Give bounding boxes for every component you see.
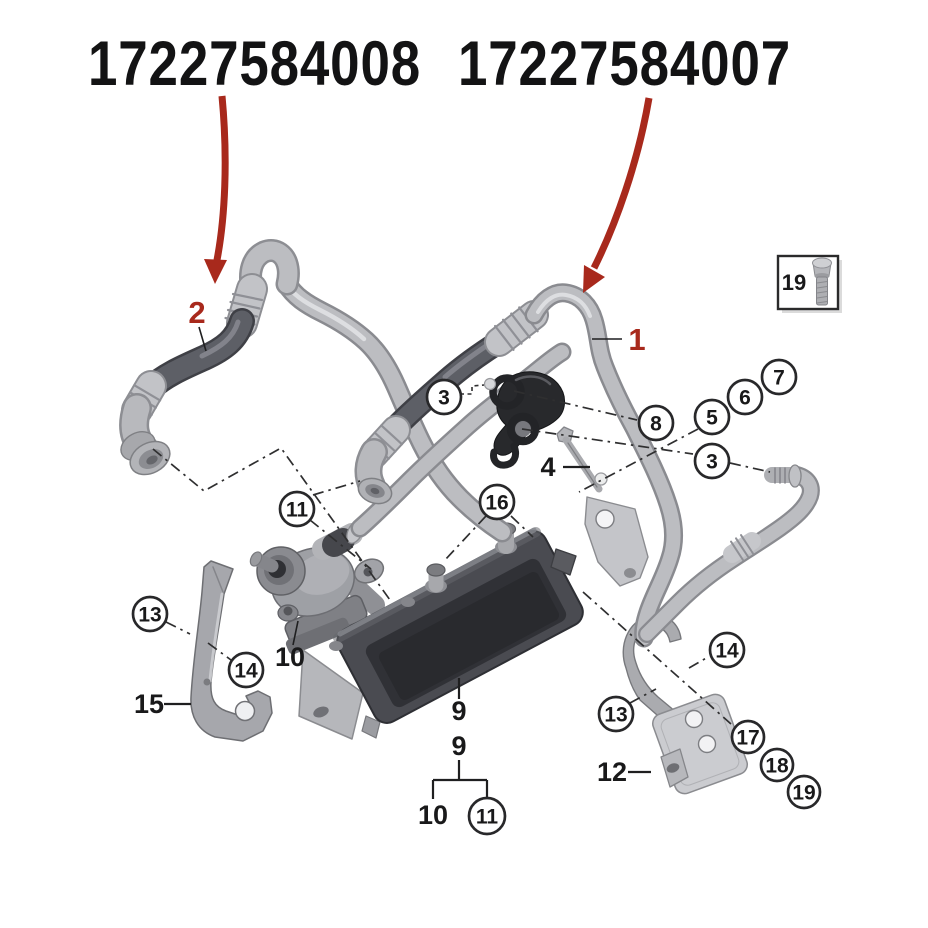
- callout-3-left: 3: [425, 378, 463, 416]
- hose-right-part: [638, 464, 820, 643]
- hose-1-label: 1: [628, 322, 645, 357]
- legend-number: 19: [782, 270, 806, 295]
- tree-bracket: [431, 760, 489, 799]
- callout-3-right: 3: [693, 442, 731, 480]
- legend-box: 19: [776, 254, 842, 313]
- callout-number: 11: [476, 806, 499, 829]
- callout-number: 14: [715, 640, 739, 663]
- callout-number: 17: [736, 727, 759, 750]
- callout-number: 19: [792, 782, 815, 805]
- callout-7: 7: [760, 358, 798, 396]
- callout-number: 18: [765, 755, 789, 778]
- bracket-hole: [234, 700, 256, 722]
- callout-11-top: 11: [278, 490, 316, 528]
- part-number-left: 17227584008: [88, 29, 421, 99]
- callout-number: 7: [773, 367, 785, 390]
- callout-8: 8: [637, 404, 675, 442]
- arrow-right: [583, 97, 653, 293]
- callout-16: 16: [478, 483, 516, 521]
- callout-number: 8: [650, 413, 662, 436]
- label-15: 15: [134, 689, 164, 719]
- callout-14-right: 14: [708, 631, 746, 669]
- hose-2-label: 2: [188, 295, 205, 330]
- callout-number: 14: [234, 660, 258, 683]
- clip-pin: [594, 472, 608, 486]
- pipe-thermostat: [350, 342, 572, 538]
- thread-lines: [774, 467, 786, 484]
- callout-number: 5: [706, 407, 718, 430]
- callout-13-right: 13: [597, 695, 635, 733]
- label-10-bottom: 10: [418, 800, 448, 830]
- red-annotations: 2 1: [188, 95, 653, 357]
- oil-cooler-part: [298, 522, 584, 740]
- bracket-small-part: [556, 426, 649, 587]
- bracket-hole: [595, 509, 615, 529]
- cooler-nipple-left: [425, 563, 447, 593]
- callout-17: 17: [730, 719, 766, 755]
- callout-number: 6: [739, 387, 751, 410]
- callout-6: 6: [726, 378, 764, 416]
- callout-number: 16: [485, 492, 508, 515]
- bracket-right-part: [622, 614, 749, 795]
- label-9-top: 9: [451, 696, 466, 726]
- pipe-1-part: [484, 283, 684, 648]
- callout-5: 5: [693, 398, 731, 436]
- callout-11-bottom: 11: [467, 796, 507, 836]
- label-4: 4: [540, 452, 555, 482]
- callout-13-left: 13: [131, 595, 169, 633]
- bolt-icon: [812, 257, 832, 306]
- bracket-hole: [684, 709, 704, 729]
- callouts: 3 8 5 6 7 3 11: [131, 358, 822, 836]
- bracket-left-part: [190, 560, 273, 742]
- hose-dark-middle: [354, 330, 511, 505]
- callout-18: 18: [759, 747, 795, 783]
- callout-number: 3: [706, 451, 718, 474]
- coupler-ribs: [730, 534, 754, 561]
- bracket-hole: [697, 734, 717, 754]
- label-12: 12: [597, 757, 627, 787]
- hose-2-part: [119, 239, 300, 476]
- label-9-bottom: 9: [451, 731, 466, 761]
- callout-number: 13: [138, 604, 161, 627]
- connector-pin: [483, 377, 497, 391]
- thermostat-part: [249, 520, 385, 655]
- callout-19: 19: [786, 774, 822, 810]
- callout-number: 13: [604, 704, 627, 727]
- arrow-left: [204, 95, 229, 284]
- callout-14-left: 14: [227, 651, 265, 689]
- part-number-right: 17227584007: [458, 29, 791, 99]
- callout-number: 11: [286, 499, 309, 522]
- callout-number: 3: [438, 387, 450, 410]
- leader-lines: [152, 326, 771, 799]
- label-10-top: 10: [275, 642, 305, 672]
